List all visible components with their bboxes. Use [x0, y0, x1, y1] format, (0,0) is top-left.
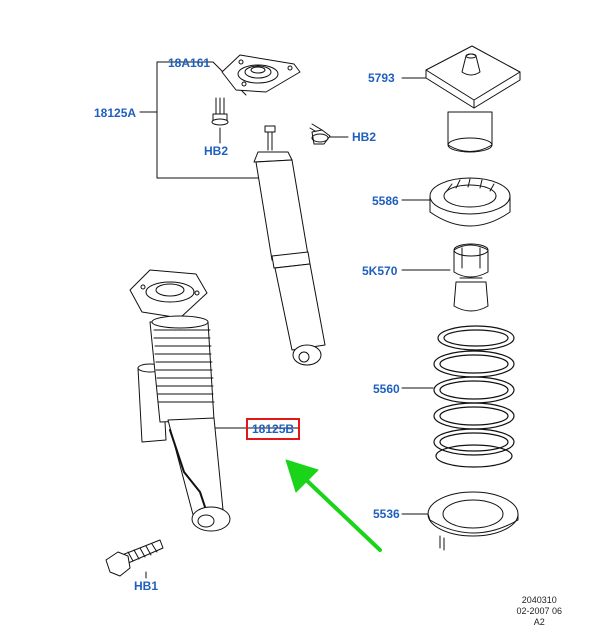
label-5536: 5536	[373, 507, 400, 521]
diagram-reference: 2040310 02-2007 06 A2	[516, 595, 562, 628]
shock-absorber-18125a	[253, 125, 326, 366]
label-hb2-right: HB2	[352, 130, 377, 144]
label-18125a: 18125A	[94, 106, 137, 120]
label-18125b-highlighted: 18125B	[246, 418, 301, 440]
reference-date: 02-2007 06	[516, 606, 562, 616]
label-hb2-left: HB2	[204, 144, 229, 158]
spring-seat-5586	[429, 177, 511, 227]
spring-seat-5536	[427, 491, 519, 551]
label-18a161: 18A161	[168, 56, 211, 70]
hb1-bolt	[105, 539, 164, 577]
pointer-arrow	[285, 459, 382, 552]
hb2-bolt-left	[211, 97, 229, 126]
reference-number: 2040310	[521, 595, 557, 605]
bump-cap-5793	[425, 45, 521, 153]
reference-revision: A2	[533, 617, 545, 627]
shock-absorber-18125b	[129, 269, 231, 532]
label-5560: 5560	[373, 382, 400, 396]
top-mount-18a161	[221, 54, 301, 93]
label-5586: 5586	[372, 194, 399, 208]
hb2-bolt-right	[309, 123, 331, 145]
coil-spring-5560	[433, 325, 515, 468]
label-5k570: 5K570	[362, 264, 398, 278]
leader-lines-right	[401, 77, 451, 515]
label-hb1: HB1	[134, 579, 159, 593]
label-5793: 5793	[368, 71, 395, 85]
bump-stop-5k570	[453, 243, 489, 312]
